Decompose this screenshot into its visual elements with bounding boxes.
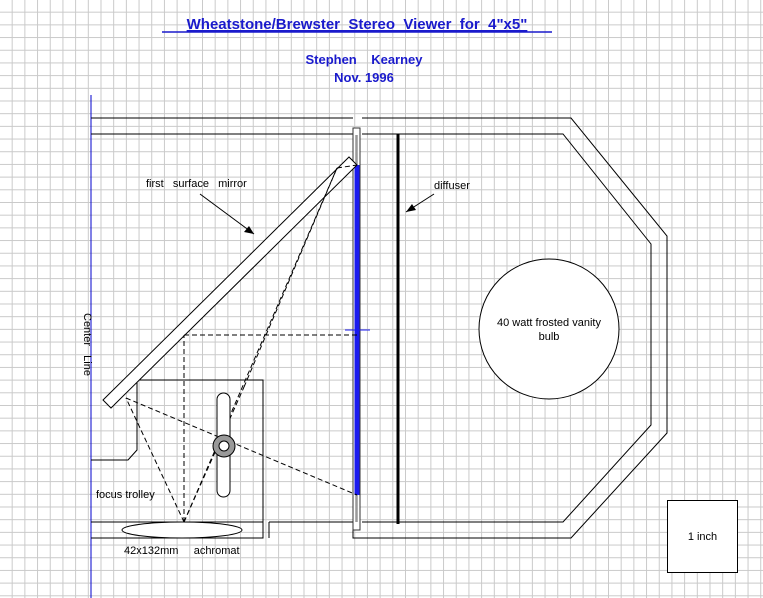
ray-right-lower [183, 167, 338, 523]
light-rays [125, 164, 358, 523]
bulb-label-line2: bulb [539, 331, 560, 343]
housing-inner-wall [362, 133, 652, 523]
vanity-bulb [478, 258, 620, 400]
scale-box: 1 inch [667, 500, 738, 573]
diffuser-label: diffuser [434, 180, 470, 192]
trolley-housing [91, 379, 264, 522]
diagram-title: Wheatstone/Brewster Stereo Viewer for 4"… [187, 16, 528, 33]
ray-mid [183, 386, 245, 523]
mirror-leader-line [199, 193, 255, 235]
knob-center [218, 440, 230, 452]
ray-mid-upper [243, 167, 338, 388]
mirror-label: first surface mirror [146, 178, 247, 190]
center-line-label: Center Line [81, 313, 93, 376]
diffuser-leader-arrow [406, 204, 416, 212]
achromat-lens [121, 521, 243, 539]
diagram-date: Nov. 1996 [334, 70, 394, 85]
focus-trolley-knob [212, 392, 236, 498]
achromat-label: 42x132mm achromat [124, 545, 240, 557]
ray-right-upper [336, 164, 358, 169]
author-name: Stephen Kearney [305, 52, 423, 67]
housing-outer-wall [352, 117, 668, 539]
scale-box-label: 1 inch [687, 530, 718, 543]
bulb-label-line1: 40 watt frosted vanity [497, 317, 601, 329]
first-surface-mirror [102, 156, 358, 409]
ray-left-lower [125, 397, 185, 523]
ray-left-upper [125, 397, 358, 496]
mirror-leader-arrow [244, 226, 254, 234]
trolley-label: focus trolley [96, 489, 155, 501]
